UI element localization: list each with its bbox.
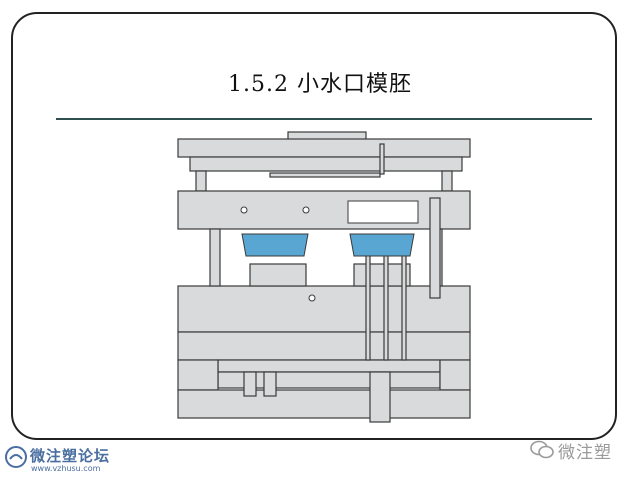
wechat-icon — [530, 440, 554, 459]
screw-head-a-mid — [302, 206, 310, 214]
spacer-block-right — [439, 359, 471, 391]
puller-rod — [429, 197, 441, 299]
ejector-pin-3 — [401, 253, 407, 361]
title-divider — [56, 118, 592, 120]
screw-head-a-left — [240, 206, 248, 214]
watermark-forum-url: www.vzhusu.com — [31, 464, 101, 473]
watermark-forum: 微注塑论坛 www.vzhusu.com — [4, 443, 134, 479]
molded-part-right — [349, 233, 415, 257]
forum-logo-icon — [5, 446, 27, 468]
watermark-wechat: 微注塑 — [530, 432, 634, 468]
bottom-bolt-left — [243, 371, 257, 397]
support-plate — [177, 331, 471, 361]
watermark-wechat-name: 微注塑 — [558, 443, 612, 463]
guide-pin-left-upper — [195, 170, 207, 192]
ejector-rod — [369, 371, 391, 423]
sprue-runner — [269, 172, 381, 178]
screw-head-b — [308, 294, 316, 302]
molded-part-left — [241, 233, 309, 257]
core-plate — [177, 285, 471, 333]
bottom-bolt-right — [263, 371, 277, 397]
ejector-retainer-plate — [217, 359, 441, 373]
stripper-plate — [189, 156, 463, 172]
guide-pillar-left — [209, 228, 221, 287]
sprue-puller — [379, 143, 385, 175]
spacer-block-left — [177, 359, 219, 391]
cavity-opening — [347, 200, 419, 224]
watermark-forum-name: 微注塑论坛 — [30, 447, 111, 465]
mold-base-drawing — [177, 131, 471, 423]
cavity-plate — [177, 190, 471, 230]
slide-title: 1.5.2 小水口模胚 — [228, 72, 412, 97]
ejector-pin-2 — [383, 253, 389, 361]
core-insert-left — [249, 263, 307, 287]
ejector-pin-1 — [365, 253, 371, 361]
top-clamp-plate — [177, 138, 471, 158]
guide-pin-right-upper — [441, 170, 453, 192]
bottom-clamp-plate — [177, 389, 471, 419]
